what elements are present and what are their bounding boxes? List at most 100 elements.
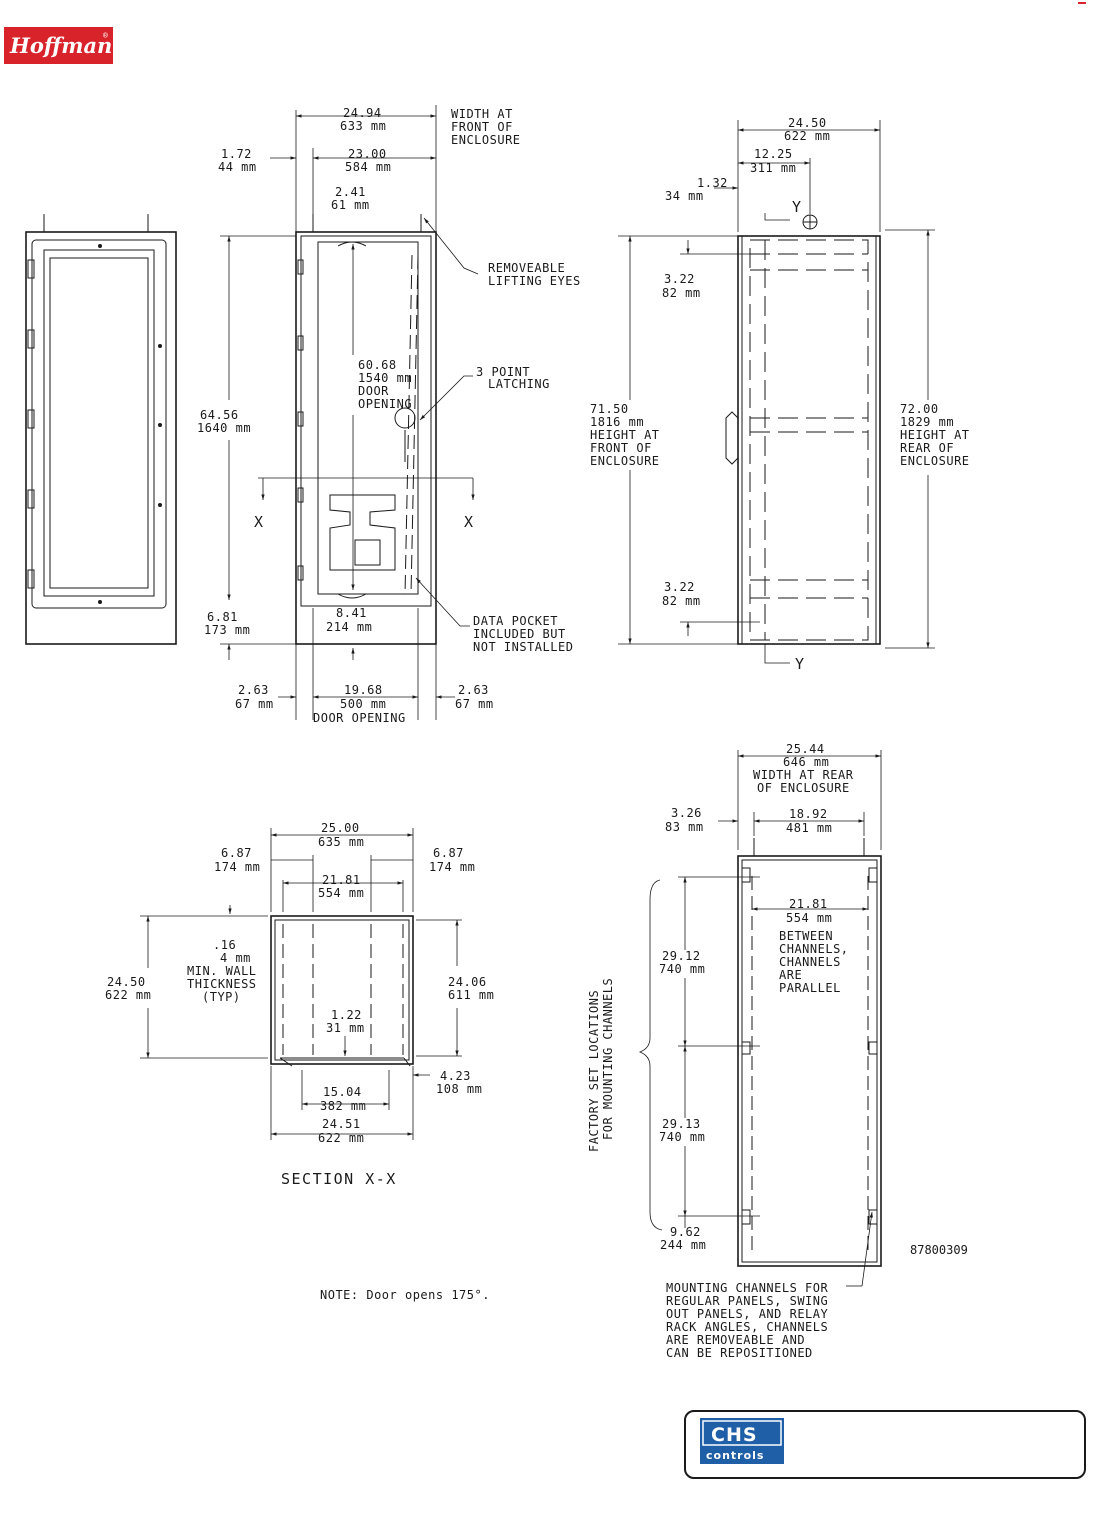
svg-text:6.87: 6.87 [433,846,464,860]
svg-text:29.13: 29.13 [662,1117,701,1131]
svg-text:19.68: 19.68 [344,683,383,697]
svg-text:25.00: 25.00 [321,821,360,835]
svg-text:622 mm: 622 mm [784,129,830,143]
svg-text:29.12: 29.12 [662,949,701,963]
svg-text:67 mm: 67 mm [235,697,274,711]
svg-text:.16: .16 [213,938,236,952]
svg-text:ARE: ARE [779,968,802,982]
svg-text:31 mm: 31 mm [326,1021,365,1035]
svg-text:214 mm: 214 mm [326,620,372,634]
chs-controls-logo: CHS controls [700,1418,784,1464]
svg-text:60.68: 60.68 [358,358,397,372]
svg-text:2.63: 2.63 [458,683,489,697]
svg-text:1816 mm: 1816 mm [590,415,644,429]
svg-text:635 mm: 635 mm [318,835,364,849]
svg-text:21.81: 21.81 [322,873,361,887]
svg-text:WIDTH AT REAR: WIDTH AT REAR [753,768,854,782]
side-labels: 24.50 622 mm 12.25 311 mm 1.32 34 mm Y Y… [590,116,970,673]
svg-text:2.41: 2.41 [335,185,366,199]
svg-text:Y: Y [795,655,806,673]
svg-text:554 mm: 554 mm [318,886,364,900]
svg-text:REAR OF: REAR OF [900,441,954,455]
front-dimensions [220,105,479,720]
section-labels: 25.00 635 mm 6.87 174 mm 6.87 174 mm 21.… [105,821,494,1188]
svg-text:1.72: 1.72 [221,147,252,161]
front-labels: 24.94 633 mm WIDTH AT FRONT OF ENCLOSURE… [197,106,581,725]
svg-text:83 mm: 83 mm [665,820,704,834]
svg-text:24.51: 24.51 [322,1117,361,1131]
corner-mark [1078,2,1086,4]
svg-text:REMOVEABLE: REMOVEABLE [488,261,565,275]
svg-text:3.26: 3.26 [671,806,702,820]
svg-text:622 mm: 622 mm [105,988,151,1002]
svg-text:25.44: 25.44 [786,742,825,756]
svg-text:481 mm: 481 mm [786,821,832,835]
svg-text:24.06: 24.06 [448,975,487,989]
svg-text:Hoffman: Hoffman [9,33,112,58]
section-view [270,915,414,1067]
svg-text:1.22: 1.22 [331,1008,362,1022]
svg-text:3 POINT: 3 POINT [476,365,530,379]
svg-text:2.63: 2.63 [238,683,269,697]
svg-text:173 mm: 173 mm [204,623,250,637]
svg-text:44 mm: 44 mm [218,160,257,174]
svg-text:Y: Y [792,198,803,216]
rear-dimensions [638,750,882,1287]
svg-text:CAN BE REPOSITIONED: CAN BE REPOSITIONED [666,1346,813,1360]
svg-text:622 mm: 622 mm [318,1131,364,1145]
svg-text:1540 mm: 1540 mm [358,371,412,385]
front-open-view [295,214,437,645]
svg-text:CHS: CHS [711,1424,758,1446]
door-note: NOTE: Door opens 175°. [320,1288,490,1302]
svg-text:4.23: 4.23 [440,1069,471,1083]
svg-text:500 mm: 500 mm [340,697,386,711]
svg-text:3.22: 3.22 [664,272,695,286]
chs-footer: CHS controls [684,1410,1086,1479]
svg-text:554 mm: 554 mm [786,911,832,925]
svg-text:DOOR OPENING: DOOR OPENING [313,711,406,725]
svg-text:WIDTH AT: WIDTH AT [451,107,513,121]
svg-text:1640 mm: 1640 mm [197,421,251,435]
svg-text:24.50: 24.50 [788,116,827,130]
svg-text:61 mm: 61 mm [331,198,370,212]
svg-text:DATA POCKET: DATA POCKET [473,614,558,628]
svg-text:633 mm: 633 mm [340,119,386,133]
svg-text:24.94: 24.94 [343,106,382,120]
svg-text:18.92: 18.92 [789,807,828,821]
svg-text:6.87: 6.87 [221,846,252,860]
svg-text:1829 mm: 1829 mm [900,415,954,429]
svg-text:71.50: 71.50 [590,402,629,416]
rear-view [737,838,882,1267]
svg-text:12.25: 12.25 [754,147,793,161]
svg-text:6.81: 6.81 [207,610,238,624]
svg-text:108 mm: 108 mm [436,1082,482,1096]
hoffman-logo: Hoffman ® [4,27,113,64]
svg-text:4 mm: 4 mm [220,951,251,965]
section-dimensions [140,828,462,1140]
svg-text:584 mm: 584 mm [345,160,391,174]
svg-text:INCLUDED BUT: INCLUDED BUT [473,627,566,641]
svg-text:3.22: 3.22 [664,580,695,594]
svg-text:LIFTING EYES: LIFTING EYES [488,274,581,288]
svg-text:174 mm: 174 mm [429,860,475,874]
svg-text:740 mm: 740 mm [659,1130,705,1144]
svg-text:NOT INSTALLED: NOT INSTALLED [473,640,573,654]
svg-text:®: ® [103,31,108,40]
svg-text:FACTORY SET LOCATIONS: FACTORY SET LOCATIONS [587,990,601,1152]
svg-text:FRONT OF: FRONT OF [451,120,513,134]
svg-text:67 mm: 67 mm [455,697,494,711]
svg-text:X: X [254,513,265,531]
svg-text:ENCLOSURE: ENCLOSURE [900,454,970,468]
svg-text:87800309: 87800309 [910,1243,968,1257]
svg-text:MIN. WALL: MIN. WALL [187,964,257,978]
svg-text:OUT PANELS, AND RELAY: OUT PANELS, AND RELAY [666,1307,828,1321]
svg-text:ENCLOSURE: ENCLOSURE [451,133,521,147]
svg-text:82 mm: 82 mm [662,594,701,608]
svg-text:BETWEEN: BETWEEN [779,929,833,943]
svg-text:64.56: 64.56 [200,408,239,422]
svg-text:72.00: 72.00 [900,402,939,416]
svg-text:23.00: 23.00 [348,147,387,161]
svg-text:HEIGHT AT: HEIGHT AT [900,428,970,442]
svg-text:CHANNELS: CHANNELS [779,955,841,969]
